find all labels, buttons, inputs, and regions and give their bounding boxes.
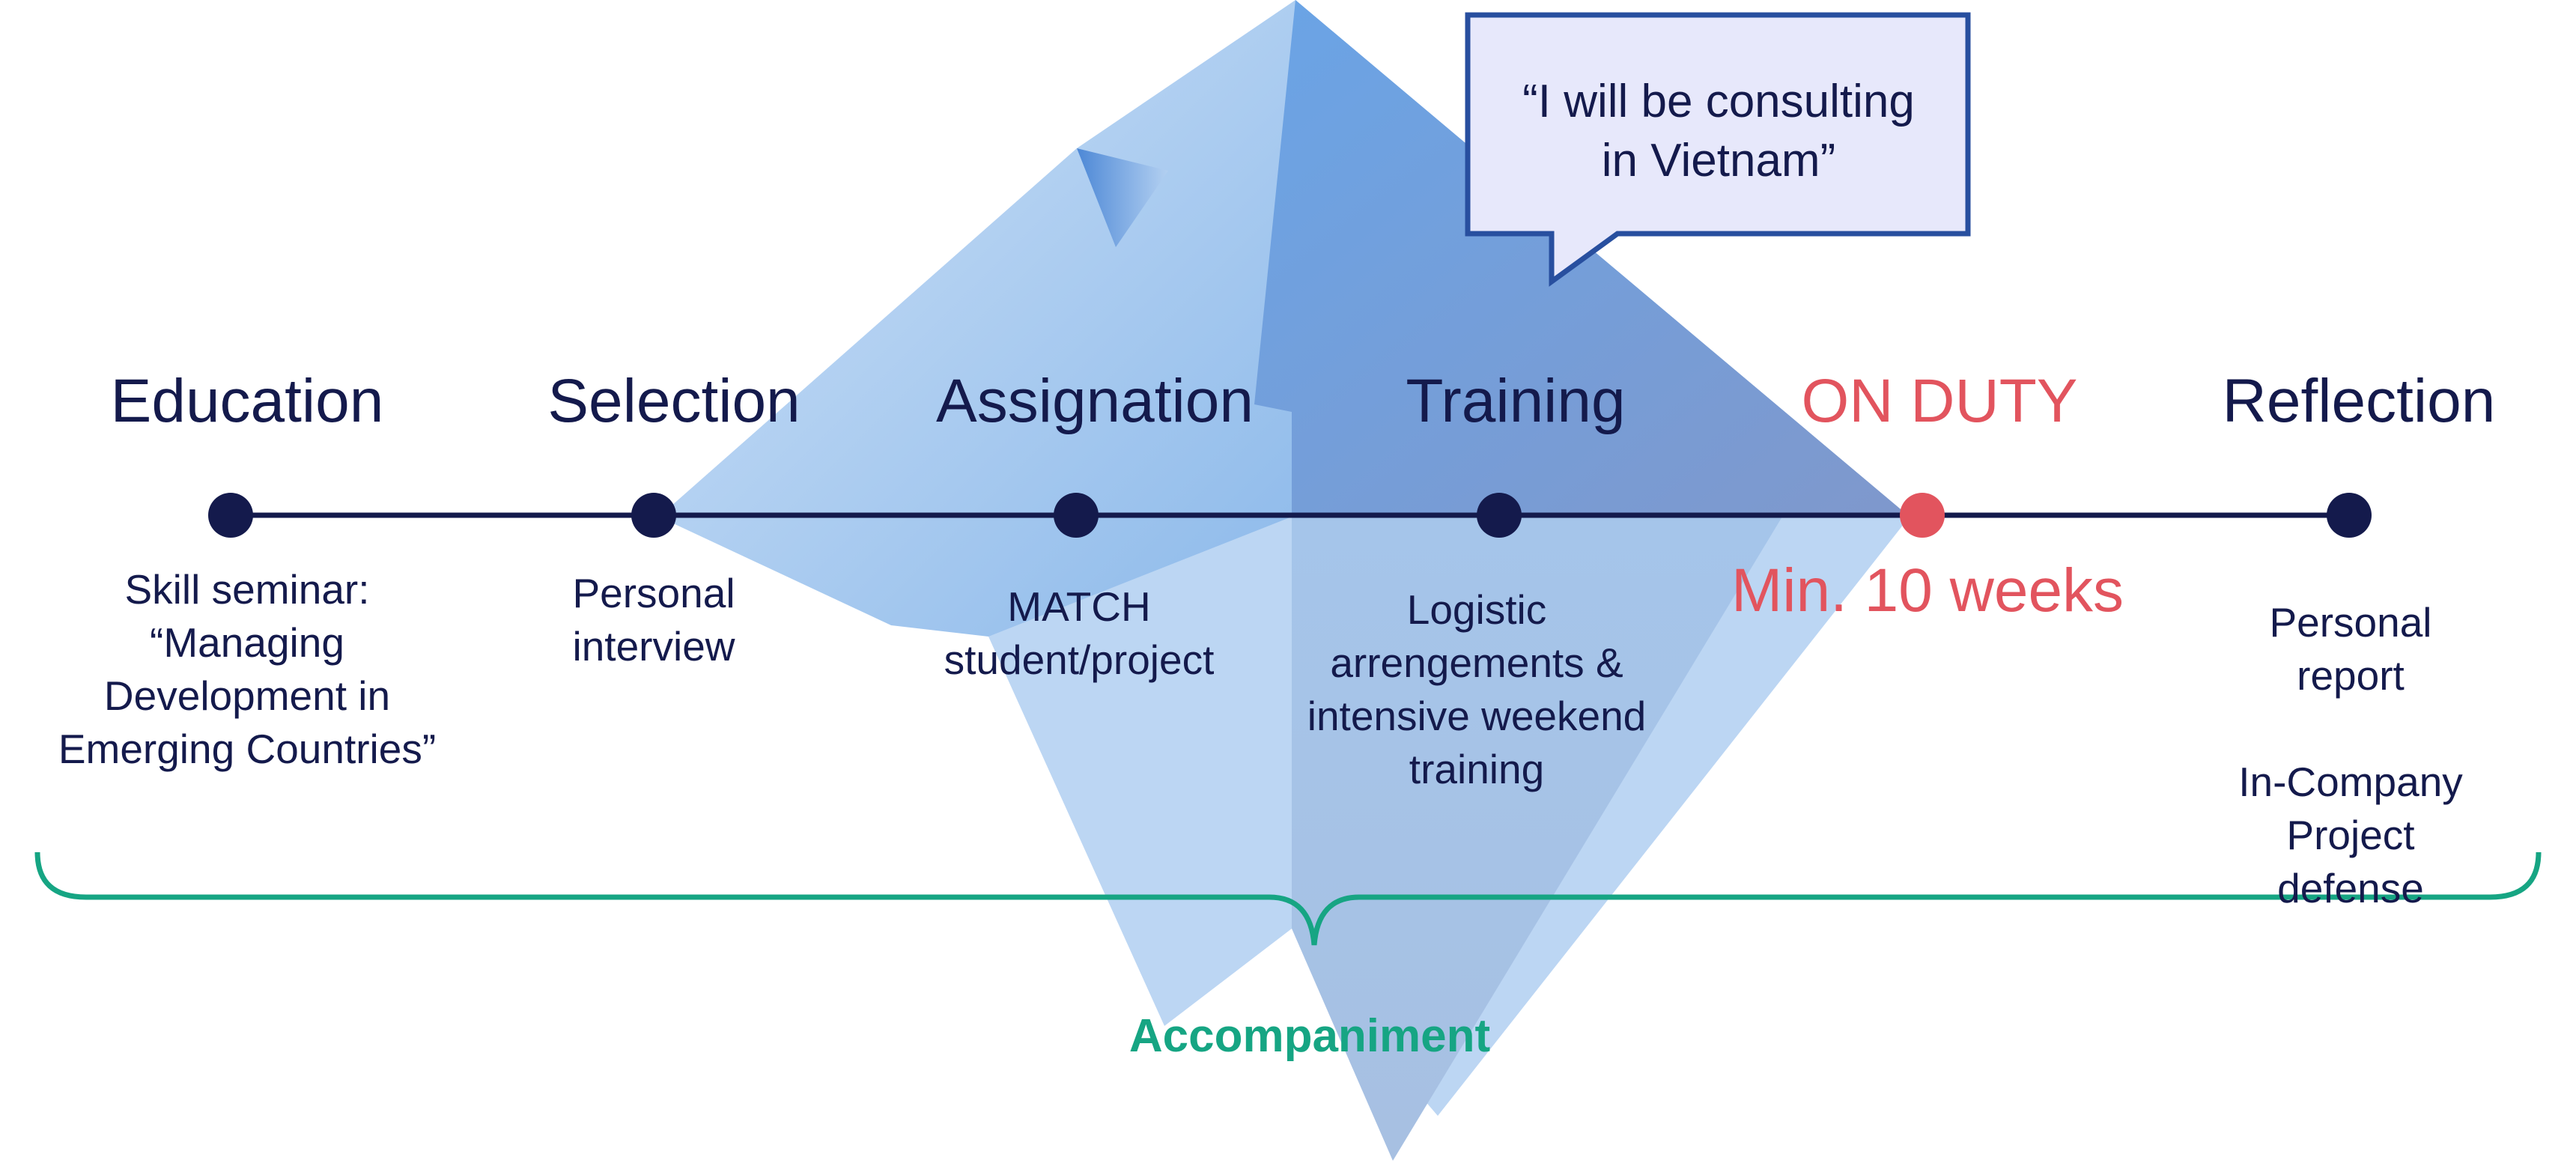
- timeline-dot-training: [1477, 493, 1522, 538]
- iceberg-peak-shard: [1077, 148, 1168, 247]
- timeline-dot-on-duty: [1900, 493, 1945, 538]
- stage-description-assignation: MATCH student/project: [944, 583, 1215, 683]
- timeline-track: [208, 493, 2372, 538]
- speech-bubble-outline: [1465, 12, 1971, 287]
- accompaniment-label: Accompaniment: [1128, 1010, 1491, 1062]
- timeline-dot-reflection: [2327, 493, 2372, 538]
- stage-label-assignation: Assignation: [936, 367, 1254, 435]
- speech-bubble-text: “I will be consulting in Vietnam”: [1522, 76, 1915, 186]
- on-duty-duration: Min. 10 weeks: [1731, 556, 2124, 625]
- iceberg-left-face: [659, 0, 1295, 637]
- stage-description-training: Logistic arrengements & intensive weeken…: [1307, 586, 1647, 792]
- stage-label-education: Education: [110, 367, 384, 435]
- stage-description-education: Skill seminar: “Managing Development in …: [58, 566, 437, 772]
- speech-bubble-shape: [1465, 12, 1971, 287]
- stage-label-selection: Selection: [547, 367, 801, 435]
- stage-label-reflection: Reflection: [2222, 367, 2496, 435]
- stage-label-training: Training: [1406, 367, 1626, 435]
- timeline-dot-assignation: [1054, 493, 1099, 538]
- stage-label-on-duty: ON DUTY: [1801, 367, 2078, 435]
- iceberg-lower-middle-face: [1292, 517, 1782, 1161]
- timeline-dot-education: [208, 493, 253, 538]
- accompaniment-brace: [34, 851, 2542, 946]
- iceberg-lower-right-face: [1393, 517, 1910, 1116]
- stage-description-selection: Personal interview: [572, 570, 735, 669]
- stage-description-reflection: Personal report In-Company Project defen…: [2238, 599, 2463, 911]
- timeline-dot-selection: [631, 493, 676, 538]
